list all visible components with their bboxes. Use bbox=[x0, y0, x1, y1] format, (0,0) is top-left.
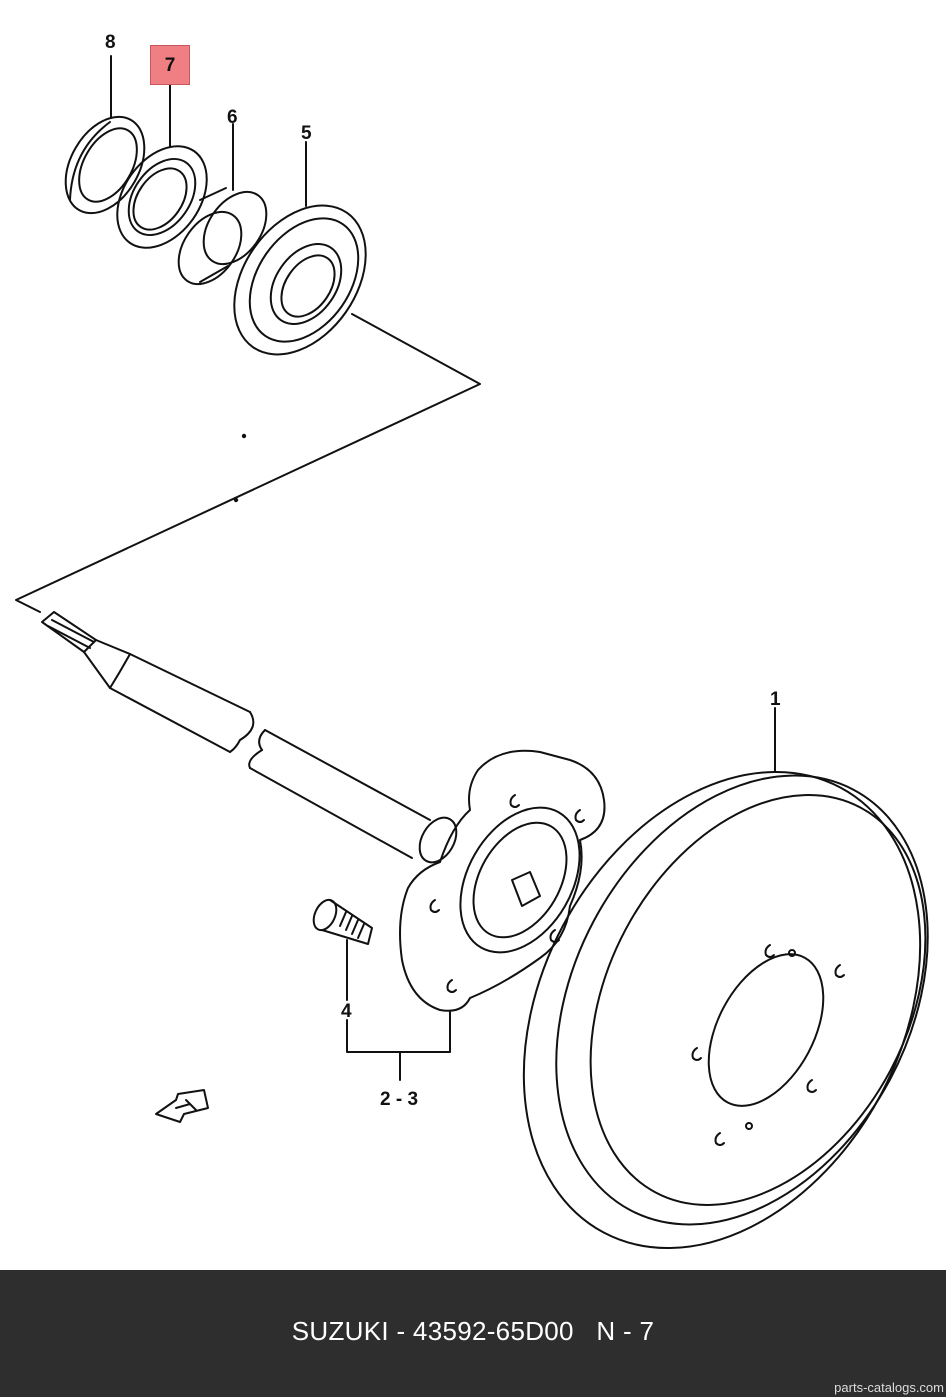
callout-8: 8 bbox=[105, 32, 116, 53]
exploded-parts-diagram bbox=[15, 55, 929, 1250]
part-4-stud-bolt bbox=[312, 898, 373, 945]
axle-shaft bbox=[41, 611, 458, 864]
part-6-spacer bbox=[177, 187, 268, 286]
footer-bar: SUZUKI - 43592-65D00 N - 7 parts-catalog… bbox=[0, 1270, 946, 1397]
callout-1: 1 bbox=[770, 689, 781, 710]
part-1-brake-drum bbox=[522, 770, 929, 1250]
front-arrow-icon bbox=[155, 1089, 209, 1123]
part-8-snap-ring bbox=[64, 115, 146, 215]
callout-6: 6 bbox=[227, 107, 238, 128]
part-5-bearing bbox=[233, 204, 367, 356]
wheel-hub-flange bbox=[399, 749, 606, 1012]
callout-7-highlighted[interactable]: 7 bbox=[150, 45, 190, 85]
watermark-text: parts-catalogs.com bbox=[834, 1380, 944, 1395]
footer-part-title: SUZUKI - 43592-65D00 N - 7 bbox=[291, 1316, 655, 1346]
callout-5: 5 bbox=[301, 123, 312, 144]
callout-4: 4 bbox=[341, 1001, 352, 1022]
part-7-oil-seal bbox=[116, 145, 208, 249]
callout-2-3: 2 - 3 bbox=[380, 1089, 419, 1110]
